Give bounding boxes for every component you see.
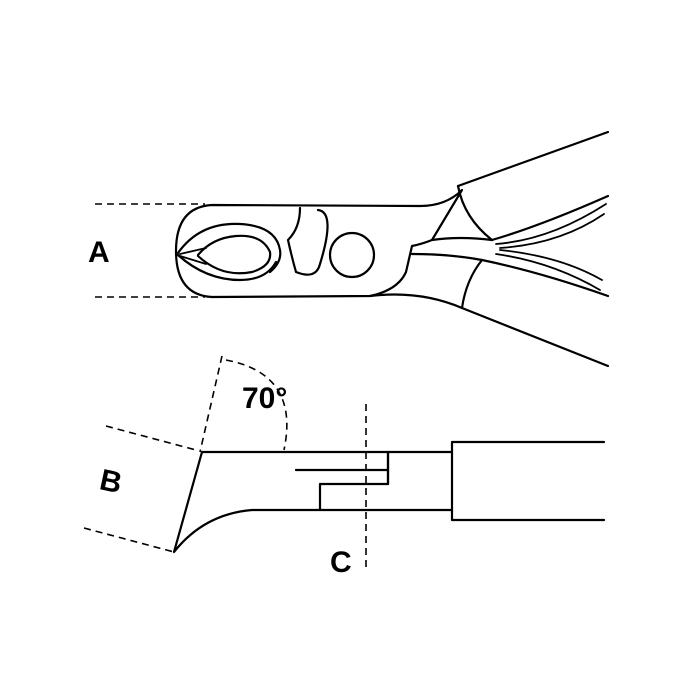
upper-handle-grip-end bbox=[456, 184, 494, 242]
jaw-step-detail bbox=[294, 450, 390, 512]
upper-handle bbox=[456, 130, 610, 188]
label-b: B bbox=[97, 463, 125, 500]
jaw-blade-inner bbox=[196, 234, 272, 275]
lower-handle-topside bbox=[410, 252, 484, 262]
blade-edge-lower bbox=[179, 255, 207, 265]
lower-handle bbox=[368, 293, 610, 368]
side-view bbox=[83, 355, 606, 570]
upper-handle-inner bbox=[490, 194, 610, 242]
angle-arc bbox=[225, 359, 288, 451]
dimension-b-lower-line bbox=[83, 527, 175, 553]
pivot-screw bbox=[328, 231, 376, 279]
side-handle bbox=[450, 440, 606, 522]
top-view bbox=[95, 130, 610, 368]
upper-jaw bbox=[176, 222, 282, 274]
return-spring-lower bbox=[495, 253, 601, 291]
label-angle: 70° bbox=[242, 382, 287, 415]
return-spring-upper-2 bbox=[499, 213, 605, 249]
angle-reference-line bbox=[199, 355, 223, 453]
lower-handle-inner bbox=[480, 258, 610, 298]
upper-handle-underside bbox=[430, 236, 494, 242]
return-spring-upper bbox=[495, 203, 607, 245]
return-spring-lower-2 bbox=[499, 249, 603, 281]
lower-handle-grip-end bbox=[460, 258, 484, 310]
dimension-b-upper-line bbox=[105, 425, 197, 451]
blade-edge-upper bbox=[179, 247, 207, 255]
cutter-head-outline bbox=[174, 188, 464, 299]
label-a: A bbox=[88, 236, 110, 269]
head-profile-outline bbox=[172, 450, 454, 554]
lower-jaw bbox=[176, 253, 278, 282]
jaw-rivet-outline bbox=[286, 206, 329, 276]
label-c: C bbox=[330, 546, 352, 579]
